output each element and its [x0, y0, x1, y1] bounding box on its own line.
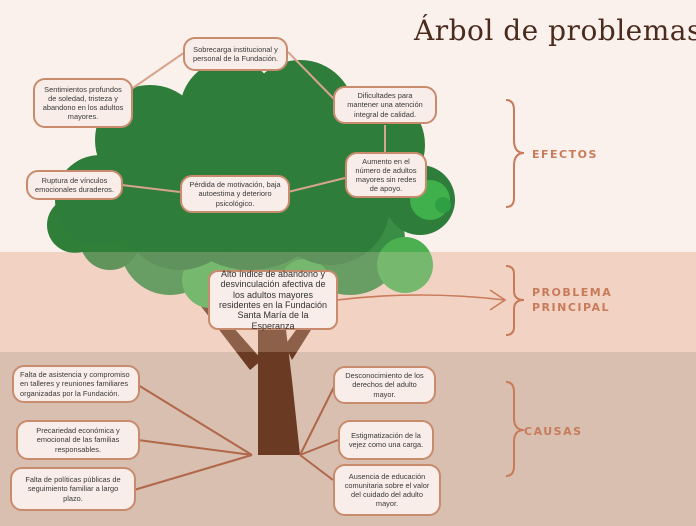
effect-box-sentimientos: Sentimientos profundos de soledad, trist…: [33, 78, 133, 128]
section-braces: [505, 99, 525, 477]
cause-connectors: [133, 384, 339, 491]
page-title: Árbol de problemas: [414, 14, 696, 47]
cause-box-precariedad: Precariedad económica y emocional de las…: [16, 420, 140, 460]
cause-box-falta-asistencia: Falta de asistencia y compromiso en tall…: [12, 365, 140, 403]
main-problem-box: Alto índice de abandono y desvinculación…: [208, 269, 338, 331]
cause-box-desconocimiento: Desconocimiento de los derechos del adul…: [333, 366, 436, 404]
cause-box-estigmatizacion: Estigmatización de la vejez como una car…: [338, 420, 434, 460]
causes-brace: [505, 381, 525, 477]
problem-label-line2: PRINCIPAL: [532, 301, 611, 314]
problem-brace: [505, 265, 525, 336]
cause-box-falta-politicas: Falta de políticas públicas de seguimien…: [10, 467, 136, 511]
band-overlay: [0, 252, 696, 352]
effect-box-ruptura: Ruptura de vínculos emocionales duradero…: [26, 170, 123, 200]
causes-label: CAUSAS: [524, 425, 583, 438]
problem-label-line1: PROBLEMA: [532, 286, 613, 299]
effect-box-aumento: Aumento en el número de adultos mayores …: [345, 152, 427, 198]
effect-box-dificultades: Dificultades para mantener una atención …: [333, 86, 437, 124]
cause-box-ausencia: Ausencia de educación comunitaria sobre …: [333, 464, 441, 516]
effect-connectors: [121, 51, 386, 193]
effect-box-perdida: Pérdida de motivación, baja autoestima y…: [180, 175, 290, 213]
effects-brace: [505, 99, 525, 208]
effect-box-sobrecarga: Sobrecarga institucional y personal de l…: [183, 37, 288, 71]
problem-arrowhead: [489, 289, 507, 311]
effects-label: EFECTOS: [532, 148, 598, 161]
problem-arrow: [336, 294, 506, 301]
